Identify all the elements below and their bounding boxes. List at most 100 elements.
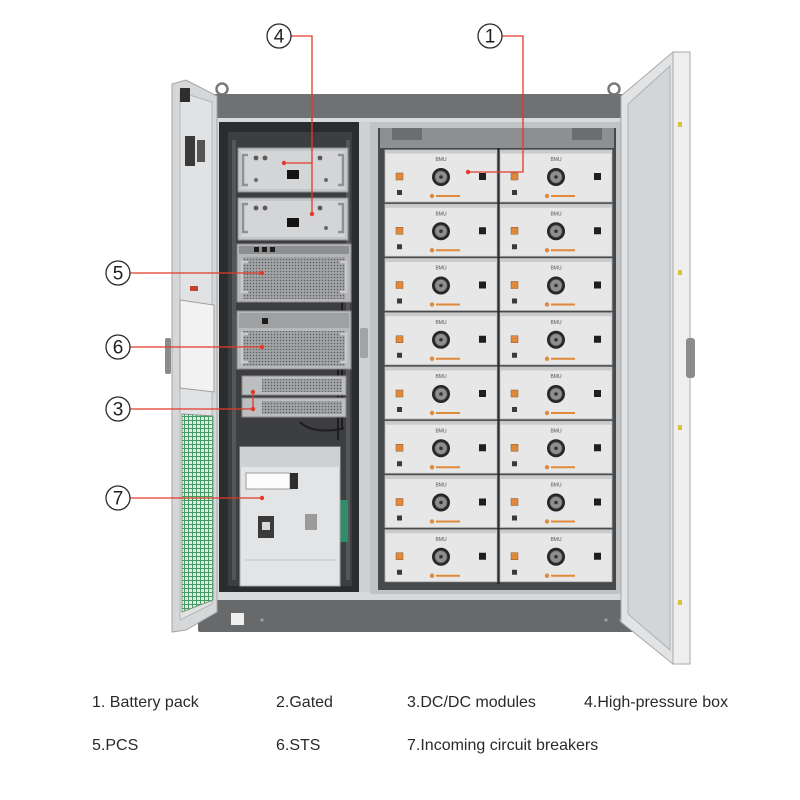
- battery-pack-module: BMU: [499, 149, 613, 203]
- negative-terminal: [594, 444, 601, 452]
- indicator-knob: [254, 178, 258, 182]
- fan-icon: [432, 276, 450, 295]
- pcs-top-strip: [239, 246, 349, 254]
- module-top-edge: [500, 312, 612, 317]
- box-handle-right: [338, 153, 345, 187]
- logo-mark: [436, 357, 460, 360]
- battery-pack-module: BMU: [384, 475, 498, 528]
- negative-terminal: [594, 335, 601, 343]
- callout-5: 5: [105, 260, 265, 286]
- negative-terminal: [479, 498, 486, 506]
- module-port: [397, 244, 402, 250]
- base-grounding-plate: [231, 613, 244, 625]
- logo-mark: [551, 249, 575, 252]
- negative-terminal: [594, 390, 601, 397]
- logo-mark: [551, 357, 575, 360]
- indicator-knob: [262, 155, 268, 161]
- incoming-circuit-breaker-box: [239, 446, 341, 587]
- negative-terminal: [594, 173, 601, 180]
- door-schematic-plate: [197, 140, 205, 162]
- fan-icon: [547, 168, 565, 186]
- sts-indicator: [262, 318, 268, 324]
- battery-column-divider: [497, 148, 500, 584]
- fan-hub: [554, 446, 558, 451]
- fan-icon: [547, 439, 565, 458]
- module-bmu-label: BMU: [435, 483, 447, 489]
- battery-pack-module: BMU: [499, 475, 613, 528]
- battery-pack-module: BMU: [384, 203, 498, 257]
- right-door-inner-panel: [627, 64, 671, 652]
- logo-mark: [429, 248, 435, 253]
- logo-mark: [551, 195, 575, 197]
- door-schematic-plate: [185, 136, 195, 166]
- positive-terminal: [510, 498, 519, 506]
- fan-icon: [547, 385, 565, 403]
- sts-handle-right: [340, 332, 348, 364]
- logo-mark: [429, 193, 435, 199]
- logo-mark: [544, 465, 550, 470]
- breaker-slot-latch: [290, 473, 298, 489]
- module-top-edge: [385, 150, 497, 154]
- callout-3: 3: [105, 389, 256, 422]
- callout-3-number: 3: [113, 400, 124, 421]
- callout-3-pointer: [250, 389, 256, 395]
- negative-terminal: [594, 498, 601, 506]
- module-top-edge: [500, 529, 612, 534]
- sts-top-panel: [239, 313, 349, 328]
- module-bmu-label: BMU: [435, 428, 447, 434]
- battery-pack-module: BMU: [499, 420, 613, 474]
- pcs-connector: [262, 247, 267, 252]
- sts-unit: [236, 310, 352, 370]
- callout-5-number: 5: [113, 264, 124, 285]
- callout-7-pointer: [259, 495, 265, 501]
- module-top-edge: [385, 204, 497, 208]
- fan-icon: [432, 547, 450, 566]
- indicator-knob: [317, 205, 323, 211]
- left-rack-rail: [232, 140, 236, 580]
- logo-mark: [429, 465, 435, 470]
- callout-6-circle: [105, 334, 131, 360]
- legend-item-battery-pack: 1. Battery pack: [92, 694, 199, 711]
- box-handle-left: [241, 153, 248, 187]
- fan-icon: [432, 168, 450, 186]
- module-port: [397, 569, 402, 575]
- logo-mark: [436, 249, 460, 252]
- battery-pack-module: BMU: [384, 258, 498, 311]
- logo-mark: [544, 193, 550, 199]
- callout-4-pointer: [281, 160, 287, 166]
- legend-item-sts: 6.STS: [276, 737, 321, 754]
- module-port: [512, 515, 517, 521]
- callout-5-circle: [105, 260, 131, 286]
- indicator-knob: [262, 205, 268, 211]
- fan-icon: [547, 222, 565, 241]
- left-door-hinge: [180, 88, 190, 102]
- auxiliary-switch: [305, 514, 317, 530]
- cabinet-base: [198, 600, 644, 632]
- lifting-eye-right: [607, 82, 621, 96]
- positive-terminal: [395, 281, 404, 289]
- legend-item-pcs: 5.PCS: [92, 737, 139, 754]
- logo-mark: [544, 302, 550, 307]
- fan-hub: [439, 283, 443, 288]
- left-door-handle: [165, 338, 171, 374]
- negative-terminal: [479, 390, 486, 397]
- callout-6-pointer: [259, 344, 265, 350]
- pcs-unit: [236, 243, 352, 303]
- indicator-knob: [324, 178, 328, 182]
- fan-hub: [554, 500, 558, 505]
- module-port: [512, 244, 517, 250]
- door-latch-marker: [678, 270, 682, 275]
- module-top-edge: [385, 421, 497, 425]
- door-latch-marker: [678, 122, 682, 127]
- module-bmu-label: BMU: [435, 157, 447, 163]
- module-bmu-label: BMU: [435, 266, 447, 272]
- positive-terminal: [395, 227, 404, 235]
- positive-terminal: [510, 444, 519, 452]
- module-top-edge: [500, 204, 612, 208]
- logo-mark: [544, 573, 550, 578]
- fan-hub: [554, 283, 558, 288]
- callout-3-circle: [105, 396, 131, 422]
- module-port: [397, 515, 402, 521]
